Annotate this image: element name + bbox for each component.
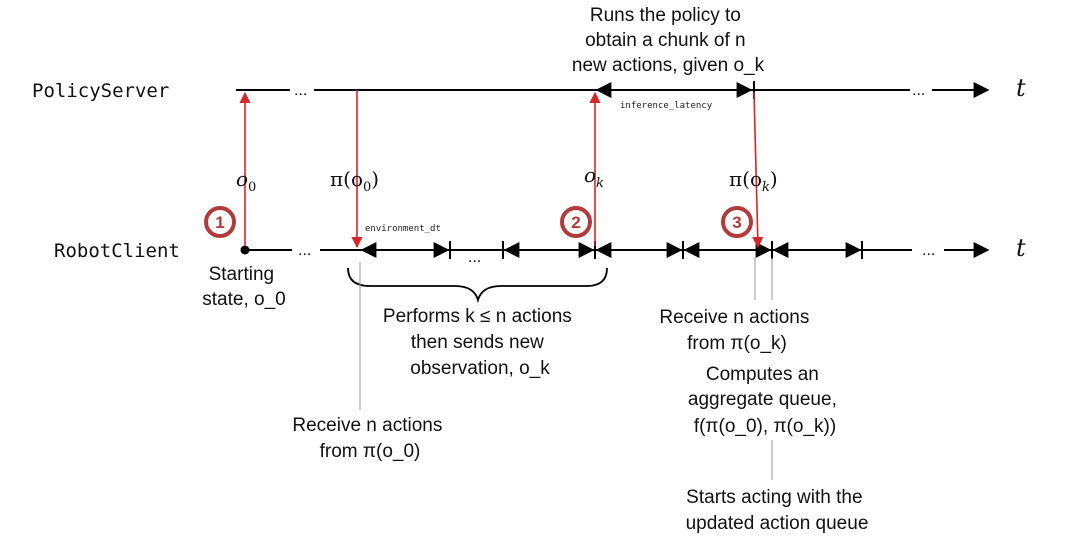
policy-server-lane-label: PolicyServer bbox=[32, 80, 169, 102]
performs-actions-annotation: Performs k ≤ n actions then sends new ob… bbox=[383, 306, 577, 379]
aggregate-queue-annotation: Computes an aggregate queue, f(π(o_0), π… bbox=[688, 364, 842, 437]
svg-text:1: 1 bbox=[215, 213, 224, 232]
step-badge-2: 2 bbox=[560, 206, 592, 238]
inference-latency-label: inference_latency bbox=[620, 101, 713, 111]
start-state-annotation: Starting state, o_0 bbox=[202, 264, 285, 310]
client-time-label: t bbox=[1016, 234, 1026, 262]
svg-text:...: ... bbox=[912, 82, 925, 99]
robot-client-timeline: ... ... t ... environment_dt bbox=[240, 224, 1026, 266]
svg-text:...: ... bbox=[468, 249, 481, 266]
server-time-label: t bbox=[1016, 74, 1026, 102]
ok-label: ok bbox=[584, 163, 604, 191]
step-badge-3: 3 bbox=[721, 206, 753, 238]
o0-label: o0 bbox=[236, 167, 256, 195]
svg-text:2: 2 bbox=[571, 213, 580, 232]
message-arrows bbox=[239, 90, 764, 249]
svg-text:3: 3 bbox=[732, 213, 741, 232]
step-badge-1: 1 bbox=[204, 206, 236, 238]
robot-client-lane-label: RobotClient bbox=[54, 240, 180, 262]
pi-ok-label: π(ok) bbox=[729, 167, 778, 195]
actions-brace bbox=[347, 267, 608, 304]
annotation-connectors bbox=[359, 258, 773, 480]
pi-o0-label: π(o0) bbox=[330, 167, 379, 195]
return-pi-ok-arrow bbox=[752, 91, 764, 249]
svg-text:...: ... bbox=[294, 82, 307, 99]
environment-dt-label: environment_dt bbox=[365, 224, 441, 234]
starts-acting-annotation: Starts acting with the updated action qu… bbox=[686, 487, 869, 534]
svg-text:...: ... bbox=[298, 242, 311, 259]
receive-second-annotation: Receive n actions from π(o_k) bbox=[659, 307, 814, 354]
policy-server-timeline: ... ... t inference_latency bbox=[236, 74, 1026, 111]
server-compute-annotation: Runs the policy to obtain a chunk of n n… bbox=[572, 5, 765, 76]
svg-text:...: ... bbox=[922, 242, 935, 259]
receive-first-annotation: Receive n actions from π(o_0) bbox=[292, 415, 447, 462]
